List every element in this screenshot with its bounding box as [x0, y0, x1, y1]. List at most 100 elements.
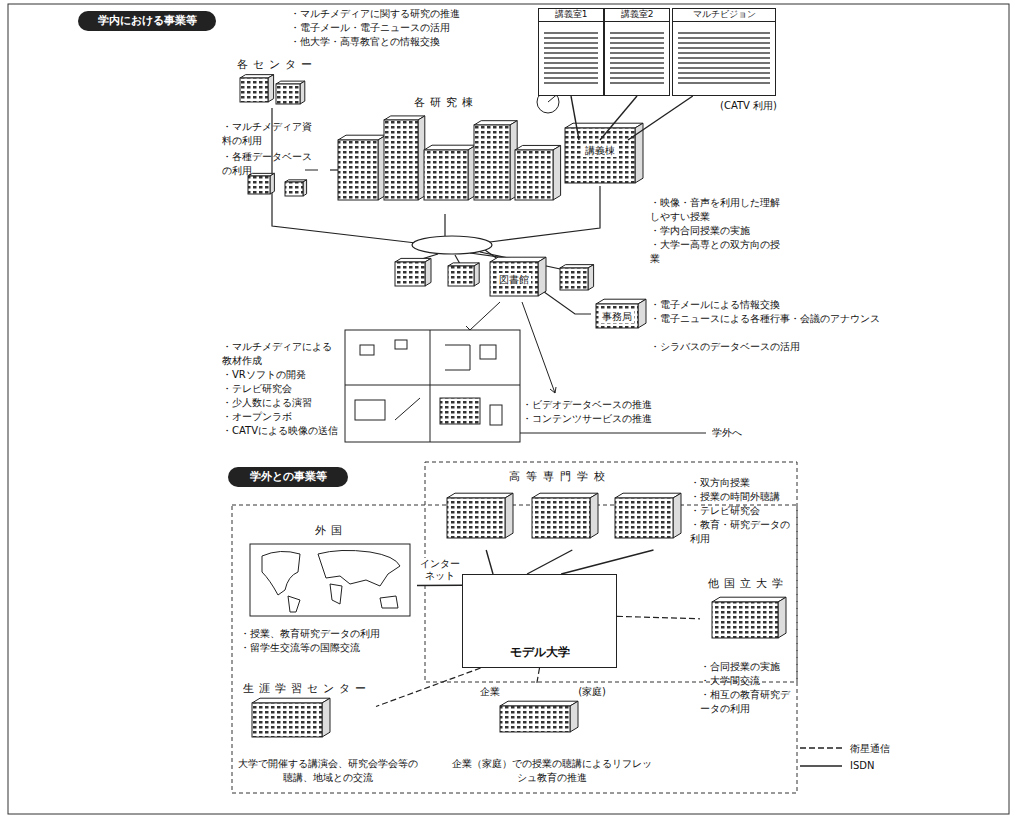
connector: [617, 616, 700, 619]
connector: [417, 585, 462, 586]
building-side: [270, 173, 274, 194]
annotation: ・VRソフトの開発: [222, 368, 340, 382]
node-text: マルチビジョン: [673, 9, 775, 22]
connector: [628, 96, 693, 140]
node-bld: 図書館: [488, 270, 540, 288]
node-text: 外国: [313, 524, 349, 538]
annotation: ・大学ー高専との双方向の授業: [650, 238, 780, 265]
legend-text: ISDN: [850, 760, 874, 771]
annotation: ・双方向授業: [690, 476, 795, 490]
legend-sample: [800, 747, 842, 748]
building-side: [303, 180, 307, 196]
building-front: [248, 176, 270, 194]
region-outline: [425, 462, 797, 682]
node-text: 各センター: [235, 58, 319, 72]
connector: [486, 550, 493, 574]
connector: [571, 96, 579, 140]
node-text: 他国立大学: [706, 577, 790, 591]
node-bld: 講義棟: [565, 140, 635, 160]
building-roof: [252, 698, 330, 703]
connector-line: [628, 96, 693, 140]
annotation: ・テレビ研究会: [222, 382, 340, 396]
node-text: 企業: [478, 685, 502, 698]
annotation: ・授業、教育研究データの利用: [240, 627, 440, 641]
building-front: [560, 268, 588, 290]
annotation: ・他大学・高専教官との情報交換: [290, 35, 540, 49]
connector-line: [417, 585, 462, 587]
building-front: [448, 266, 474, 286]
annotation: ・コンテンツサービスの推進: [522, 412, 712, 426]
connector-line: [571, 96, 579, 140]
building-front: [240, 78, 268, 102]
connector-line: [376, 668, 481, 707]
node-text: 各研究棟: [412, 96, 480, 110]
annotation: ・少人数による演習: [222, 396, 340, 410]
annotation: ・ビデオデータベースの推進: [522, 398, 712, 412]
node-head: 各研究棟: [336, 96, 556, 114]
node-text: 図書館: [497, 273, 531, 286]
node-room: 講義室2: [604, 8, 670, 96]
node-text: 事務局: [600, 310, 634, 323]
building-side: [300, 81, 305, 104]
seat-rows: [678, 31, 770, 87]
node-head: 外国: [245, 524, 417, 620]
building-side: [322, 698, 330, 737]
frame: [8, 4, 1009, 814]
annotation: ・テレビ研究会: [690, 504, 795, 518]
node-head: 生涯学習センター: [238, 682, 376, 752]
connector-line: [617, 616, 700, 619]
annotation: ・マルチメディア資料の利用: [222, 120, 320, 147]
annotation: ・映像・音声を利用した理解しやすい授業: [650, 196, 780, 223]
building-front: [596, 304, 638, 328]
connector: [537, 668, 540, 685]
building-front: [515, 150, 553, 200]
connector-line: [600, 96, 637, 140]
seat-rows: [610, 31, 664, 87]
building-front: [338, 140, 378, 200]
node-bld: 事務局: [592, 308, 642, 324]
annotation: ・相互の教育研究データの利用: [700, 688, 795, 715]
building-roof: [424, 145, 476, 150]
annotation: ・各種データベースの利用: [222, 150, 320, 177]
connector: [527, 550, 572, 574]
building-side: [268, 75, 274, 102]
building-front: [276, 84, 300, 104]
node-room: 講義室1: [538, 8, 604, 96]
annotation: ・留学生交流等の国際交流: [240, 641, 440, 655]
annotation: ・学内合同授業の実施: [650, 224, 780, 238]
building-front: [532, 498, 590, 538]
lab-room: [345, 330, 520, 442]
connector: [376, 668, 481, 707]
building-side: [425, 258, 431, 286]
building-front: [424, 150, 468, 200]
building-front: [285, 182, 303, 196]
node-text: 高等専門学校: [506, 470, 614, 484]
node-text: 講義室1: [539, 9, 603, 22]
annotation: ・電子メール・電子ニュースの活用: [290, 21, 540, 35]
building-front: [384, 120, 418, 200]
annotation: 大学で開催する講演会、研究会学会等の聴講、地域との交流: [238, 757, 418, 784]
annotation: ・オープンラボ: [222, 410, 340, 424]
annotation: ・授業の時間外聴講: [690, 490, 795, 504]
connector-line: [486, 550, 493, 574]
building-roof: [490, 257, 546, 262]
building-roof: [532, 493, 598, 498]
node-badge: 学内における事業等: [78, 11, 216, 31]
annotation: 企業（家庭）での授業の聴講によるリフレッシュ教育の推進: [452, 757, 652, 784]
connector-line: [527, 550, 572, 574]
building-front: [395, 262, 425, 286]
node-text: 講義室2: [605, 9, 669, 22]
building-side: [778, 597, 786, 638]
node-group: 高等専門学校: [437, 470, 683, 550]
annotation: ・マルチメディアに関する研究の推進: [290, 7, 540, 21]
building-side: [474, 263, 479, 286]
annotation: ・シラバスのデータベースの活用: [650, 340, 890, 354]
building-side: [673, 493, 681, 538]
node-text: モデル大学: [507, 645, 573, 661]
node-head: 他国立大学: [700, 577, 795, 653]
node-room: マルチビジョン: [672, 8, 776, 96]
building-front: [474, 125, 510, 200]
connector: [600, 96, 637, 140]
